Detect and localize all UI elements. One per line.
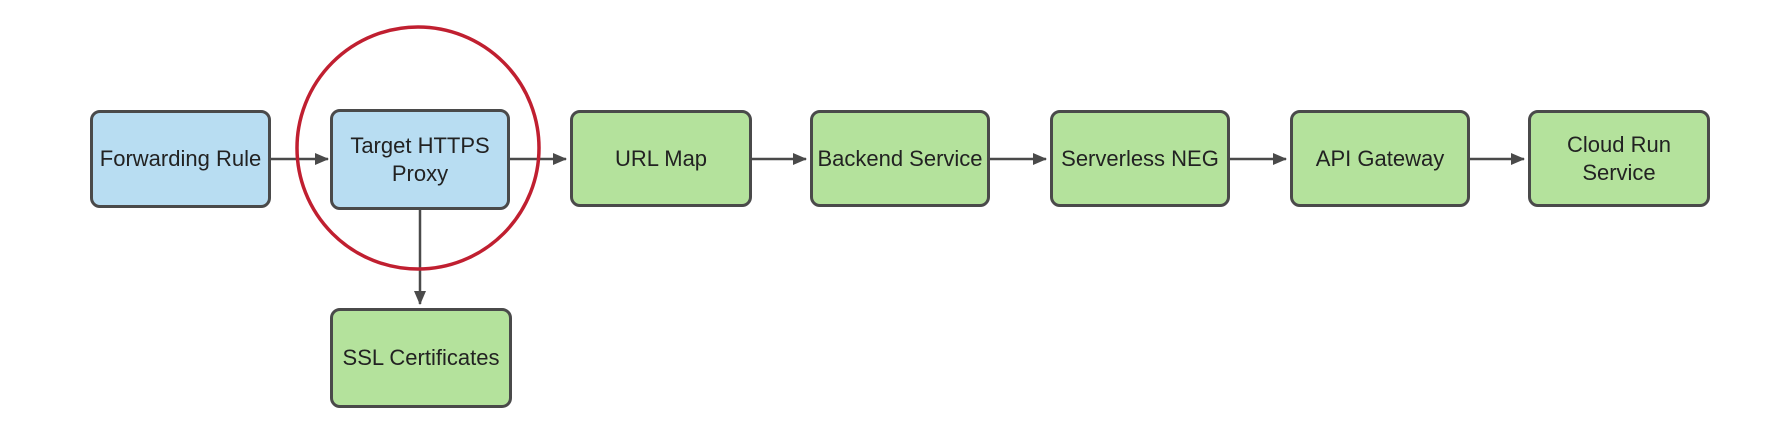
- node-target-https-proxy: Target HTTPS Proxy: [330, 109, 510, 210]
- node-ssl-certificates: SSL Certificates: [330, 308, 512, 408]
- node-cloud-run-service: Cloud Run Service: [1528, 110, 1710, 207]
- node-url-map: URL Map: [570, 110, 752, 207]
- node-serverless-neg: Serverless NEG: [1050, 110, 1230, 207]
- node-backend-service: Backend Service: [810, 110, 990, 207]
- node-api-gateway: API Gateway: [1290, 110, 1470, 207]
- node-forwarding-rule: Forwarding Rule: [90, 110, 271, 208]
- highlight-circle-annotation: [295, 25, 541, 271]
